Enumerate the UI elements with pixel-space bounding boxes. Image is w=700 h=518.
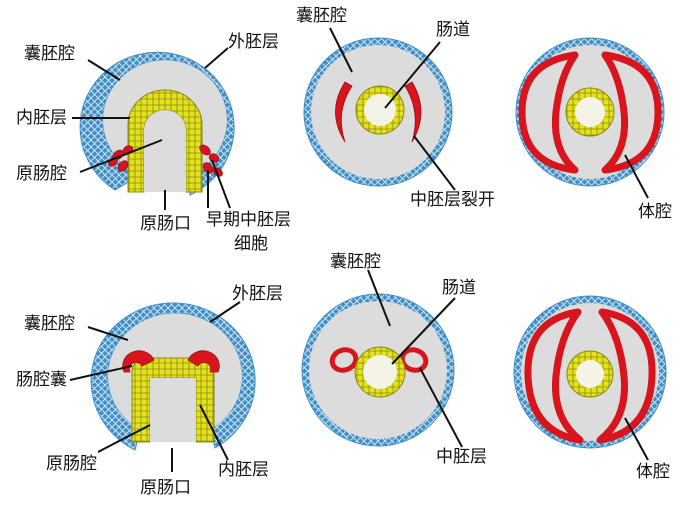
- early-mesoderm-cells-right: [199, 144, 223, 177]
- archenteron-cavity: [144, 110, 186, 192]
- leader-meso-split: [413, 135, 456, 191]
- label-early-mesoderm-cells-2: 细胞: [234, 234, 268, 254]
- label-mesoderm-5: 中胚层: [436, 447, 487, 467]
- leader-mesocell-b: [211, 159, 231, 209]
- coelom-left: [518, 51, 579, 174]
- label-early-mesoderm-cells-1: 早期中胚层: [206, 210, 291, 230]
- mesoderm-cell: [202, 162, 214, 174]
- label-gut-2: 肠道: [436, 20, 470, 40]
- label-blastocoel-2: 囊胚腔: [296, 6, 347, 26]
- mesoderm-cell: [199, 144, 211, 156]
- label-gut-5: 肠道: [442, 278, 476, 298]
- gastrula-enterocoel: [90, 302, 256, 451]
- coelom-right: [601, 51, 662, 174]
- label-enterocoel-pouch: 肠腔囊: [16, 370, 67, 390]
- cross-section-coelom-bottom: [513, 295, 667, 449]
- gut-lumen: [576, 360, 604, 388]
- label-endoderm-1: 内胚层: [16, 108, 67, 128]
- leader-gut-5: [391, 297, 456, 365]
- cross-section-mesoderm-split: [303, 37, 453, 187]
- label-archenteron-4: 原肠腔: [46, 454, 97, 474]
- leader-archenteron-4: [97, 424, 151, 453]
- leader-blastocoel-1: [87, 59, 121, 81]
- label-coelom-top: 体腔: [638, 202, 672, 222]
- leader-gut-2: [384, 41, 441, 109]
- cross-section-mesoderm-pouches: [301, 293, 455, 447]
- label-mesoderm-split: 中胚层裂开: [410, 190, 495, 210]
- enterocoel-pouch-right: [187, 350, 220, 373]
- mesoderm-pouch-left: [329, 347, 359, 373]
- leader-coelom-top: [624, 154, 649, 199]
- label-blastocoel-1: 囊胚腔: [24, 44, 75, 64]
- cross-section-coelom-top: [515, 37, 665, 187]
- leader-mesoderm-5: [419, 367, 463, 448]
- leader-blastocoel-2: [329, 27, 353, 73]
- coelom-right: [596, 308, 656, 444]
- mesoderm-pouch-right: [399, 347, 429, 373]
- leader-blastocoel-4: [87, 326, 129, 341]
- label-blastopore-4: 原肠口: [140, 478, 191, 498]
- label-coelom-bottom: 体腔: [636, 462, 670, 482]
- label-ectoderm-1: 外胚层: [228, 32, 279, 52]
- gut-lumen: [575, 97, 605, 127]
- leader-blastocoel-5: [367, 269, 391, 327]
- gut-lumen: [363, 355, 397, 389]
- leader-archenteron-1: [79, 139, 163, 173]
- coelom-left: [524, 308, 584, 444]
- mesoderm-cell: [117, 160, 129, 172]
- label-ectoderm-4: 外胚层: [232, 284, 283, 304]
- label-archenteron-1: 原肠腔: [16, 164, 67, 184]
- leader-ectoderm-1: [204, 47, 229, 69]
- archenteron-cavity: [150, 378, 196, 442]
- leader-lines: [69, 27, 649, 472]
- mesoderm-band-left: [335, 81, 353, 143]
- gut-lumen: [364, 94, 396, 126]
- endoderm-layer: [131, 357, 215, 443]
- label-blastopore-1: 原肠口: [140, 214, 191, 234]
- gastrula-schizocoel: [79, 51, 235, 196]
- label-blastocoel-5: 囊胚腔: [330, 252, 381, 272]
- label-blastocoel-4: 囊胚腔: [24, 314, 75, 334]
- leader-ectoderm-4: [209, 301, 241, 323]
- leader-pouch-4: [69, 365, 133, 381]
- mesoderm-band-right: [404, 81, 422, 143]
- leader-endoderm-4: [199, 404, 229, 461]
- label-endoderm-4: 内胚层: [218, 460, 269, 480]
- leader-coelom-bottom: [624, 417, 649, 461]
